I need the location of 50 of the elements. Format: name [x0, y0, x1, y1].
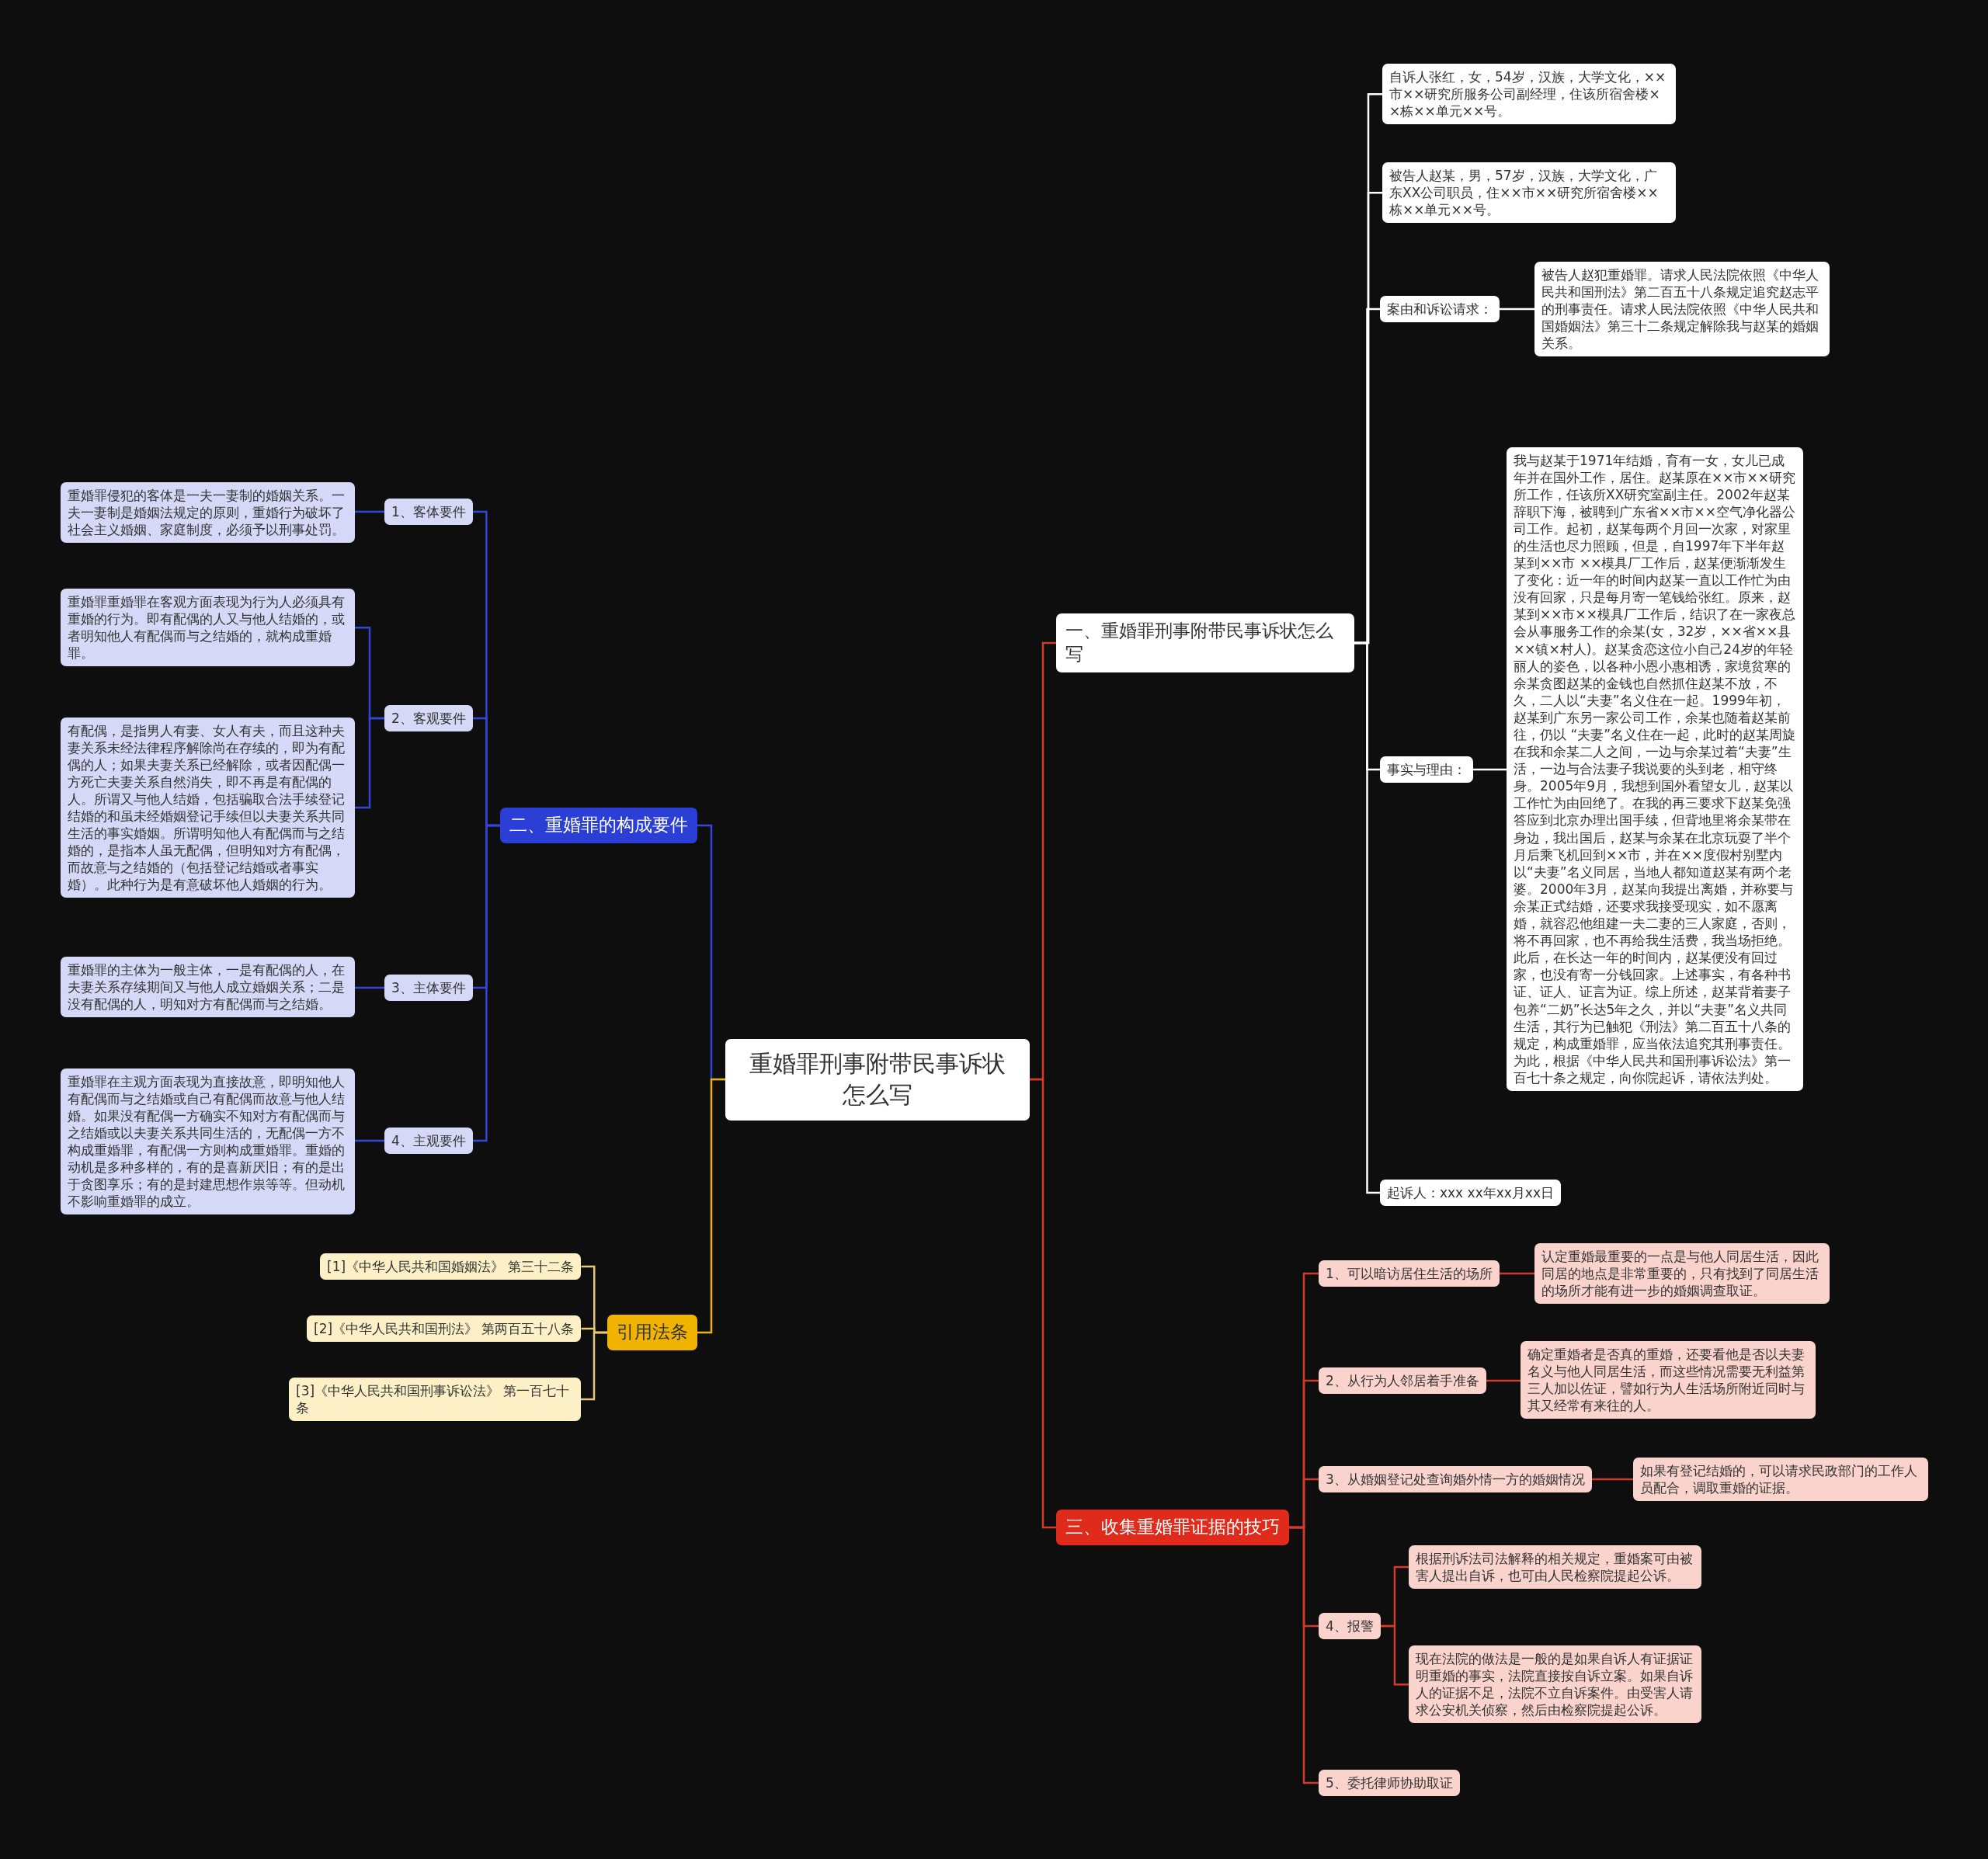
connector — [1500, 308, 1534, 311]
main-topic: 引用法条 — [607, 1315, 697, 1350]
subtopic: 4、主观要件 — [384, 1128, 473, 1155]
note-card: 确定重婚者是否真的重婚，还要看他是否以夫妻名义与他人同居生活，而这些情况需要无利益第三人加以佐证，譬如行为人生活场所附近同时与其又经常有来往的人。 — [1521, 1341, 1816, 1419]
connector — [1499, 1272, 1534, 1275]
main-topic: 三、收集重婚罪证据的技巧 — [1056, 1510, 1289, 1545]
connector — [581, 1331, 607, 1401]
subtopic: 5、委托律师协助取证 — [1319, 1770, 1460, 1797]
subtopic: 案由和诉讼请求： — [1380, 296, 1500, 323]
connector — [355, 986, 384, 989]
subtopic: 1、客体要件 — [384, 499, 473, 526]
note-card: 自诉人张红，女，54岁，汉族，大学文化，××市××研究所服务公司副经理，住该所宿舍楼××栋××单元××号。 — [1382, 64, 1676, 125]
main-topic: 一、重婚罪刑事附带民事诉状怎么写 — [1056, 613, 1354, 672]
connector — [1380, 1624, 1409, 1686]
subtopic: 4、报警 — [1319, 1613, 1381, 1640]
subtopic: 1、可以暗访居住生活的场所 — [1319, 1260, 1500, 1287]
connector — [355, 1139, 384, 1142]
connector — [1486, 1379, 1521, 1382]
note-card: 重婚罪的主体为一般主体，一是有配偶的人，在夫妻关系存续期间又与他人成立婚姻关系；二是没有配偶的人，明知对方有配偶而与之结婚。 — [61, 957, 355, 1018]
subtopic: 起诉人：xxx xx年xx月xx日 — [1380, 1180, 1561, 1207]
note-card: 如果有登记结婚的，可以请求民政部门的工作人员配合，调取重婚的证据。 — [1633, 1458, 1928, 1502]
note-card: 重婚罪侵犯的客体是一夫一妻制的婚姻关系。一夫一妻制是婚姻法规定的原则，重婚行为破坏了社会主义婚姻、家庭制度，必须予以刑事处罚。 — [61, 482, 355, 544]
note-card: 被告人赵某，男，57岁，汉族，大学文化，广东XX公司职员，住××市××研究所宿舍楼××栋××单元××号。 — [1382, 162, 1676, 224]
connector — [472, 824, 500, 1142]
subtopic: 3、主体要件 — [384, 975, 473, 1002]
citation-card: [3]《中华人民共和国刑事诉讼法》 第一百七十条 — [289, 1378, 581, 1422]
subtopic: 3、从婚姻登记处查询婚外情一方的婚姻情况 — [1319, 1466, 1592, 1493]
connector — [1591, 1478, 1633, 1481]
note-card: 被告人赵犯重婚罪。请求人民法院依照《中华人民共和国刑法》第二百五十八条规定追究赵志平的刑事责任。请求人民法院依照《中华人民共和国婚姻法》第三十二条规定解除我与赵某的婚姻关系。 — [1534, 262, 1830, 357]
connector — [1473, 768, 1507, 771]
main-topic: 二、重婚罪的构成要件 — [500, 808, 697, 843]
connector — [697, 1078, 725, 1334]
citation-card: [1]《中华人民共和国婚姻法》 第三十二条 — [320, 1253, 582, 1280]
connector — [355, 510, 384, 513]
connector — [1354, 641, 1380, 1194]
subtopic: 2、客观要件 — [384, 705, 473, 732]
note-card: 有配偶，是指男人有妻、女人有夫，而且这种夫妻关系未经法律程序解除尚在存续的，即为有配偶的人；如果夫妻关系已经解除，或者因配偶一方死亡夫妻关系自然消失，即不再是有配偶的人。所谓又与他人结婚，包括骗取合法手续登记结婚的和虽未经婚姻登记手续但以夫妻关系共同生活的事实婚姻。所谓明知他人有配偶而与之结婚的，是指本人虽无配偶，但明知对方有配偶，而故意与之结婚的（包括登记结婚或者事实婚）。此种行为是有意破坏他人婚姻的行为。 — [61, 717, 355, 898]
note-card: 重婚罪重婚罪在客观方面表现为行为人必须具有重婚的行为。即有配偶的人又与他人结婚的，或者明知他人有配偶而与之结婚的，就构成重婚罪。 — [61, 589, 355, 667]
connector — [1030, 1078, 1056, 1529]
note-card: 我与赵某于1971年结婚，育有一女，女儿已成年并在国外工作，居住。赵某原在××市××研究所工作，任该所XX研究室副主任。2002年赵某辞职下海，被聘到广东省××市××空气净化器公司工作。起初，赵某每两个月回一次家，对家里的生活也尽力照顾，但是，自1997年下半年赵某到××市 ××模具厂工作后，赵某便渐渐发生了变化：近一年的时间内赵某一直以工作忙为由没有回家，只是每月寄一笔钱给张红。原来，赵某到××市××模具厂工作后，结识了在一家夜总会从事服务工作的余某(女，32岁，××省××县××镇×村人)。赵某贪恋这位小自己24岁的年轻丽人的姿色，以各种小恩小惠相诱，家境贫寒的余某贪图赵某的金钱也自然抓住赵某不放，不久，二人以“夫妻”名义住在一起。1999年初，赵某到广东另一家公司工作，余某也随着赵某前往，仍以 “夫妻”名义住在一起，此时的赵某周旋在我和余某二人之间，一边与余某过着“夫妻”生活，一边与合法妻子我说要的头到老，相守终身。2005年9月，我想到国外看望女儿，赵某以工作忙为由回绝了。在我的再三要求下赵某免强答应到北京办理出国手续，但背地里将余某带在身边，我出国后，赵某与余某在北京玩耍了半个月后乘飞机回到××市，并在××度假村别墅内以“夫妻”名义同居，当地人都知道赵某有两个老婆。2000年3月，赵某向我提出离婚，并称要与余某正式结婚，还要求我接受现实，如不愿离婚，就容忍他组建一夫二妻的三人家庭，否则，将不再回家，也不再给我生活费，我当场拒绝。此后，在长达一年的时间内，赵某便没有回过家，也没有寄一分钱回家。上述事实，有各种书证、证人、证言为证。综上所述，赵某背着妻子包养“二奶”长达5年之久，并以“夫妻”名义共同生活，其行为已触犯《刑法》第二百五十八条的规定，构成重婚罪，应当依法追究其刑事责任。为此，根据《中华人民共和国刑事诉讼法》第一百七十条之规定，向你院起诉，请依法判处。 — [1507, 447, 1803, 1091]
note-card: 认定重婚最重要的一点是与他人同居生活，因此同居的地点是非常重要的，只有找到了同居生活的场所才能有进一步的婚姻调查取证。 — [1534, 1243, 1830, 1305]
subtopic: 2、从行为人邻居着手准备 — [1319, 1367, 1486, 1395]
subtopic: 事实与理由： — [1380, 756, 1473, 784]
central-topic: 重婚罪刑事附带民事诉状怎么写 — [725, 1038, 1030, 1121]
note-card: 根据刑诉法司法解释的相关规定，重婚案可由被害人提出自诉，也可由人民检察院提起公诉。 — [1409, 1545, 1701, 1590]
citation-card: [2]《中华人民共和国刑法》 第两百五十八条 — [307, 1315, 582, 1343]
connector — [1289, 1526, 1319, 1784]
connector — [355, 717, 384, 809]
note-card: 现在法院的做法是一般的是如果自诉人有证据证明重婚的事实，法院直接按自诉立案。如果自诉人的证据不足，法院不立自诉案件。由受害人请求公安机关侦察，然后由检察院提起公诉。 — [1409, 1645, 1701, 1724]
note-card: 重婚罪在主观方面表现为直接故意，即明知他人有配偶而与之结婚或自己有配偶而故意与他人结婚。如果没有配偶一方确实不知对方有配偶而与之结婚或以夫妻关系共同生活的，无配偶一方不构成重婚罪，有配偶一方则构成重婚罪。重婚的动机是多种多样的，有的是喜新厌旧；有的是出于贪图享乐；有的是封建思想作祟等等。但动机不影响重婚罪的成立。 — [61, 1068, 355, 1215]
